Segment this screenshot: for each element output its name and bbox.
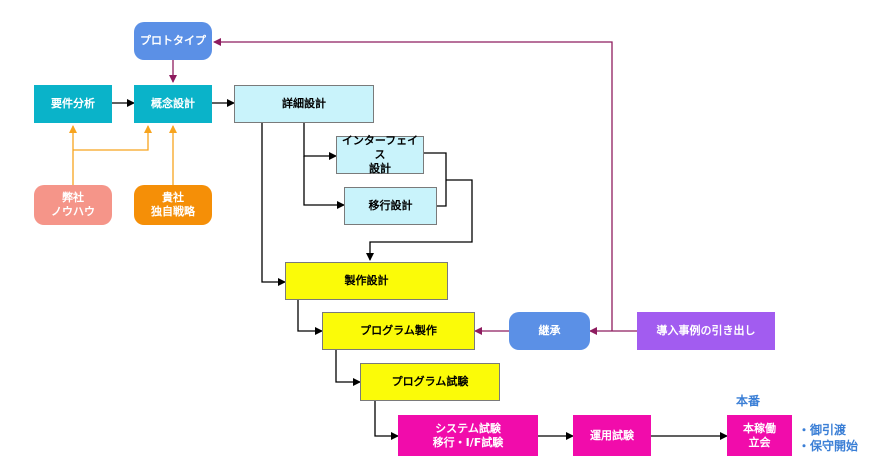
client-strategy-label: 貴社 独自戦略: [151, 191, 195, 218]
arrow-detail-to-migration: [303, 156, 345, 209]
concept-node: 概念設計: [134, 85, 212, 123]
inherit-label: 継承: [538, 324, 561, 337]
requirements-node: 要件分析: [34, 85, 112, 123]
our-knowhow-node: 弊社 ノウハウ: [34, 185, 112, 225]
production-design-node: 製作設計: [285, 262, 448, 300]
operation-test-node: 運用試験: [573, 415, 651, 456]
interface-design-node: インターフェイス 設計: [336, 134, 424, 175]
arrow-production-to-program-build: [297, 300, 323, 335]
requirements-label: 要件分析: [51, 97, 95, 110]
program-test-node: プログラム試験: [360, 363, 500, 401]
client-strategy-node: 貴社 独自戦略: [134, 185, 212, 225]
case-derivation-node: 導入事例の引き出し: [637, 312, 775, 350]
prototype-label: プロトタイプ: [140, 34, 206, 47]
migration-design-label: 移行設計: [368, 199, 413, 212]
arrow-knowhow-to-concept: [73, 125, 152, 151]
operation-test-label: 運用試験: [590, 428, 634, 442]
arrow-program-build-to-program-test: [335, 350, 361, 386]
arrow-detail-to-production: [261, 123, 286, 286]
handover-note: ・御引渡 ・保守開始: [798, 423, 859, 453]
program-test-label: プログラム試験: [391, 375, 469, 388]
arrow-detail-to-interface: [303, 123, 337, 160]
case-derivation-label: 導入事例の引き出し: [656, 324, 756, 337]
arrow-program-test-to-system-test: [374, 401, 399, 440]
arrow-design-merge-to-production: [366, 179, 473, 261]
concept-label: 概念設計: [151, 97, 195, 110]
production-design-label: 製作設計: [344, 274, 389, 287]
detail-design-label: 詳細設計: [282, 97, 326, 110]
bracket-interface: [424, 152, 447, 180]
system-test-node: システム試験 移行・I/F試験: [398, 415, 538, 456]
program-build-node: プログラム製作: [322, 312, 475, 350]
go-live-label: 本稼働 立会: [743, 421, 776, 449]
system-test-label: システム試験 移行・I/F試験: [432, 421, 504, 449]
inherit-node: 継承: [509, 312, 590, 350]
prototype-node: プロトタイプ: [134, 22, 212, 60]
go-live-node: 本稼働 立会: [727, 415, 792, 456]
honban-label: 本番: [736, 394, 761, 408]
program-build-label: プログラム製作: [360, 324, 437, 337]
bracket-migration: [437, 180, 447, 207]
interface-design-label: インターフェイス 設計: [341, 134, 419, 175]
arrow-feedback-to-prototype: [213, 38, 613, 331]
our-knowhow-label: 弊社 ノウハウ: [51, 191, 95, 218]
detail-design-node: 詳細設計: [234, 85, 374, 123]
migration-design-node: 移行設計: [344, 187, 437, 225]
